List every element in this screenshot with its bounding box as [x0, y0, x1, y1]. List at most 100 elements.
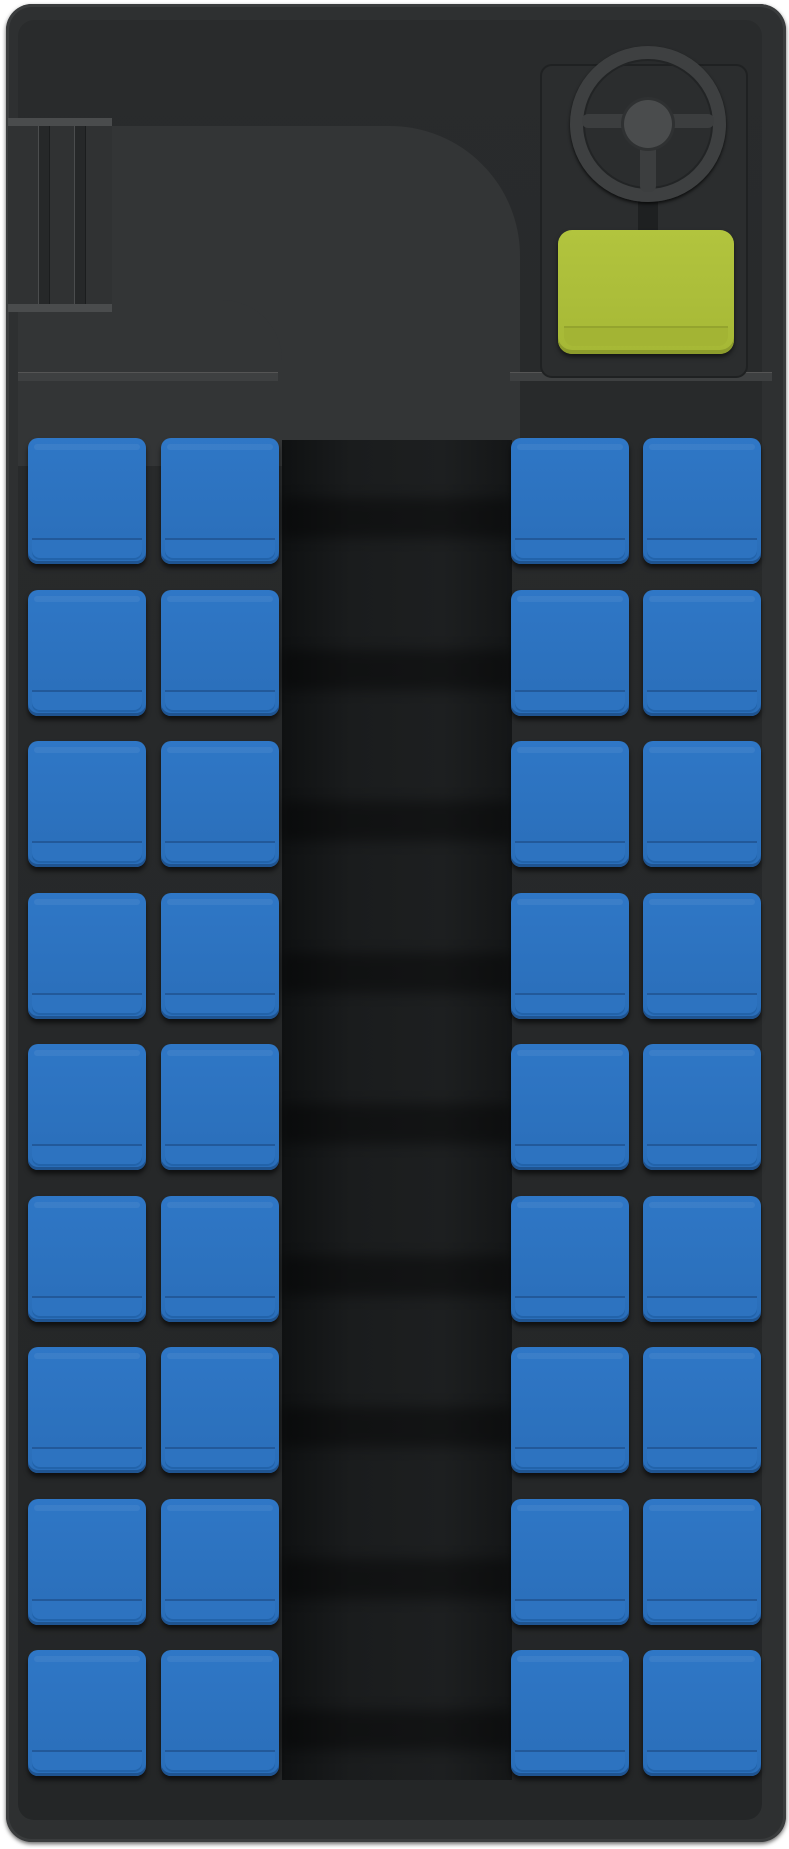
seat-cushion	[515, 841, 625, 863]
seat-backrest	[34, 1656, 140, 1662]
seat-backrest	[517, 747, 623, 753]
seat-backrest	[649, 1656, 755, 1662]
seat-cushion	[647, 993, 757, 1015]
seat-cushion	[32, 1750, 142, 1772]
seat-7C[interactable]	[511, 1347, 629, 1473]
door-post	[38, 126, 50, 304]
seat-backrest	[649, 1353, 755, 1359]
seat-1C[interactable]	[511, 438, 629, 564]
seat-backrest	[517, 1656, 623, 1662]
seat-7B[interactable]	[161, 1347, 279, 1473]
seat-cushion	[165, 690, 275, 712]
seat-backrest	[34, 1505, 140, 1511]
aisle-shadow	[282, 1559, 512, 1599]
seat-cushion	[165, 1599, 275, 1621]
seat-cushion	[647, 690, 757, 712]
seat-backrest	[167, 1353, 273, 1359]
seat-2B[interactable]	[161, 590, 279, 716]
seat-cushion	[32, 1144, 142, 1166]
seat-cushion	[165, 1750, 275, 1772]
seat-2C[interactable]	[511, 590, 629, 716]
seat-backrest	[34, 1050, 140, 1056]
seat-2D[interactable]	[643, 590, 761, 716]
seat-8D[interactable]	[643, 1499, 761, 1625]
aisle	[282, 440, 512, 1780]
seat-backrest	[167, 899, 273, 905]
seat-8C[interactable]	[511, 1499, 629, 1625]
seat-backrest	[34, 1353, 140, 1359]
seat-backrest	[517, 1353, 623, 1359]
seat-9A[interactable]	[28, 1650, 146, 1776]
seat-cushion	[165, 1447, 275, 1469]
seat-8B[interactable]	[161, 1499, 279, 1625]
seat-cushion	[647, 1599, 757, 1621]
seat-3D[interactable]	[643, 741, 761, 867]
seat-cushion	[647, 1447, 757, 1469]
seat-cushion	[647, 1144, 757, 1166]
seat-backrest	[167, 1656, 273, 1662]
seat-6A[interactable]	[28, 1196, 146, 1322]
seat-cushion	[32, 1447, 142, 1469]
seat-cushion	[515, 538, 625, 560]
seat-backrest	[167, 1202, 273, 1208]
seat-cushion	[515, 1599, 625, 1621]
aisle-shadow	[282, 498, 512, 538]
seat-backrest	[517, 596, 623, 602]
seat-cushion	[647, 841, 757, 863]
seat-cushion	[32, 841, 142, 863]
seat-cushion	[647, 538, 757, 560]
seat-3C[interactable]	[511, 741, 629, 867]
seat-4A[interactable]	[28, 893, 146, 1019]
aisle-shadow	[282, 650, 512, 690]
seat-backrest	[649, 899, 755, 905]
seat-cushion	[647, 1750, 757, 1772]
seat-5D[interactable]	[643, 1044, 761, 1170]
seat-backrest	[167, 444, 273, 450]
seat-cushion	[515, 993, 625, 1015]
aisle-shadow	[282, 1407, 512, 1447]
seat-4D[interactable]	[643, 893, 761, 1019]
seat-9C[interactable]	[511, 1650, 629, 1776]
seat-8A[interactable]	[28, 1499, 146, 1625]
seat-backrest	[34, 596, 140, 602]
seat-9D[interactable]	[643, 1650, 761, 1776]
seat-backrest	[517, 444, 623, 450]
aisle-shadow	[282, 801, 512, 841]
seat-cushion	[165, 1144, 275, 1166]
seat-5C[interactable]	[511, 1044, 629, 1170]
seat-backrest	[649, 444, 755, 450]
seat-4B[interactable]	[161, 893, 279, 1019]
seat-5B[interactable]	[161, 1044, 279, 1170]
seat-cushion	[32, 993, 142, 1015]
door-post	[74, 126, 86, 304]
seat-backrest	[167, 1505, 273, 1511]
driver-seat	[558, 230, 734, 354]
seat-backrest	[34, 899, 140, 905]
seat-5A[interactable]	[28, 1044, 146, 1170]
seat-6C[interactable]	[511, 1196, 629, 1322]
seat-backrest	[649, 596, 755, 602]
seat-7D[interactable]	[643, 1347, 761, 1473]
seat-3A[interactable]	[28, 741, 146, 867]
seat-backrest	[34, 444, 140, 450]
seat-backrest	[649, 1050, 755, 1056]
seat-4C[interactable]	[511, 893, 629, 1019]
seat-backrest	[649, 1202, 755, 1208]
door-rail-top	[8, 118, 112, 126]
seat-backrest	[517, 1202, 623, 1208]
seat-cushion	[515, 1296, 625, 1318]
seat-cushion	[647, 1296, 757, 1318]
seat-cushion	[32, 690, 142, 712]
seat-6B[interactable]	[161, 1196, 279, 1322]
seat-1A[interactable]	[28, 438, 146, 564]
seat-7A[interactable]	[28, 1347, 146, 1473]
seat-1B[interactable]	[161, 438, 279, 564]
seat-9B[interactable]	[161, 1650, 279, 1776]
seat-6D[interactable]	[643, 1196, 761, 1322]
seat-backrest	[34, 747, 140, 753]
aisle-shadow	[282, 1710, 512, 1750]
seat-cushion	[165, 1296, 275, 1318]
seat-2A[interactable]	[28, 590, 146, 716]
seat-1D[interactable]	[643, 438, 761, 564]
seat-3B[interactable]	[161, 741, 279, 867]
